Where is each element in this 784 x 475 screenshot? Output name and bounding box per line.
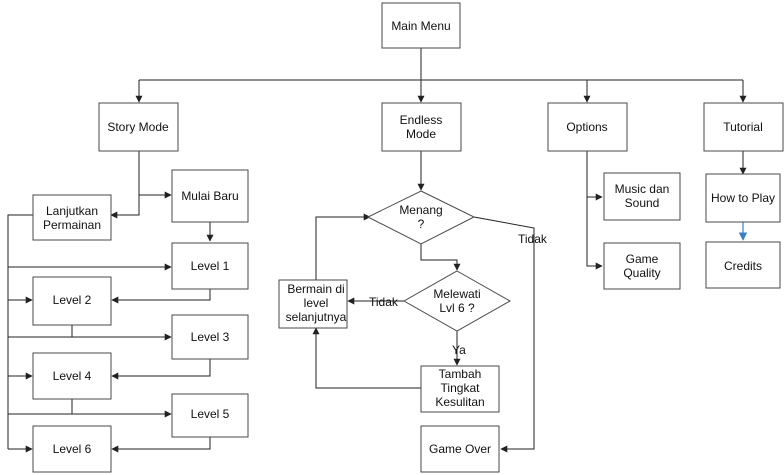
edge-menang-tidak-to-game-over xyxy=(473,216,535,453)
edge-menang-to-melewati xyxy=(420,244,461,271)
node-label-line: Sound xyxy=(625,196,660,210)
svg-text:Level 1: Level 1 xyxy=(191,259,230,273)
node-game-over: Game Over xyxy=(420,425,500,473)
node-main-menu: Main Menu xyxy=(381,2,461,49)
node-label-line: Level 4 xyxy=(53,369,92,383)
node-menang: Menang? xyxy=(366,190,476,245)
svg-text:Menang?: Menang? xyxy=(399,203,442,231)
edge-bermain-to-menang xyxy=(315,213,371,280)
edge-story-to-lanjutkan xyxy=(110,151,140,219)
svg-text:Story Mode: Story Mode xyxy=(107,120,169,134)
node-level1: Level 1 xyxy=(171,242,249,290)
svg-text:Level 3: Level 3 xyxy=(191,330,230,344)
node-label-line: Mulai Baru xyxy=(181,189,238,203)
svg-text:Tutorial: Tutorial xyxy=(723,120,763,134)
node-level5: Level 5 xyxy=(171,393,249,438)
edges xyxy=(7,48,748,453)
node-label-line: Lanjutkan xyxy=(46,204,98,218)
svg-text:Level 6: Level 6 xyxy=(53,442,92,456)
svg-text:Level 2: Level 2 xyxy=(53,293,92,307)
node-label-line: Level 1 xyxy=(191,259,230,273)
node-label-line: Story Mode xyxy=(107,120,169,134)
node-credits: Credits xyxy=(705,241,781,289)
node-label-line: Game xyxy=(626,252,659,266)
node-label-line: Options xyxy=(566,120,607,134)
node-label-line: Menang xyxy=(399,203,442,217)
edge-left-bus xyxy=(7,214,33,449)
edge-level1-to-level2 xyxy=(111,289,211,304)
svg-text:Level 4: Level 4 xyxy=(53,369,92,383)
node-label-line: Endless xyxy=(400,113,443,127)
svg-text:Credits: Credits xyxy=(724,259,762,273)
node-label-line: Level 6 xyxy=(53,442,92,456)
node-label-line: Kesulitan xyxy=(435,395,484,409)
svg-text:How to Play: How to Play xyxy=(711,191,775,205)
edge-level5-to-level6 xyxy=(111,437,211,453)
node-level2: Level 2 xyxy=(32,276,112,326)
node-label-line: Level 5 xyxy=(191,407,230,421)
edge-tambah-to-bermain xyxy=(312,327,421,389)
node-level6: Level 6 xyxy=(32,425,112,473)
node-label-line: Tambah xyxy=(439,367,482,381)
label-tidak-menang: Tidak xyxy=(518,232,548,246)
edge-level3-to-level4 xyxy=(111,359,211,380)
node-label-line: Tingkat xyxy=(441,381,481,395)
node-story-mode: Story Mode xyxy=(98,102,179,152)
node-label-line: Melewati xyxy=(433,287,480,301)
node-tutorial: Tutorial xyxy=(703,102,784,152)
node-level3: Level 3 xyxy=(171,314,249,360)
node-label-line: Music dan xyxy=(615,182,670,196)
node-label-line: Main Menu xyxy=(391,19,450,33)
node-options: Options xyxy=(547,102,628,152)
svg-text:Main Menu: Main Menu xyxy=(391,19,450,33)
node-label-line: Level 3 xyxy=(191,330,230,344)
edge-options-to-quality xyxy=(586,197,603,270)
node-label-line: Lvl 6 ? xyxy=(439,301,475,315)
node-label-line: Level 2 xyxy=(53,293,92,307)
label-ya-melewati: Ya xyxy=(452,343,466,357)
node-label-line: level xyxy=(304,296,329,310)
node-level4: Level 4 xyxy=(32,352,112,400)
node-label-line: Credits xyxy=(724,259,762,273)
svg-text:Level 5: Level 5 xyxy=(191,407,230,421)
node-label-line: Bermain di xyxy=(287,282,344,296)
node-mulai-baru: Mulai Baru xyxy=(171,169,249,223)
node-label-line: Tutorial xyxy=(723,120,763,134)
edge-labels: Tidak Tidak Ya xyxy=(369,232,548,357)
node-label-line: Quality xyxy=(623,266,660,280)
svg-text:Mulai Baru: Mulai Baru xyxy=(181,189,238,203)
node-label-line: Permainan xyxy=(43,218,101,232)
node-label-line: How to Play xyxy=(711,191,775,205)
node-label-line: Game Over xyxy=(429,442,491,456)
svg-text:Game Over: Game Over xyxy=(429,442,491,456)
label-tidak-melewati: Tidak xyxy=(369,295,399,309)
node-label-line: selanjutnya xyxy=(286,310,347,324)
svg-text:Options: Options xyxy=(566,120,607,134)
node-label-line: ? xyxy=(418,217,425,231)
node-how-to-play: How to Play xyxy=(705,173,781,223)
edge-options-to-music xyxy=(586,151,603,201)
node-label-line: Mode xyxy=(406,127,436,141)
